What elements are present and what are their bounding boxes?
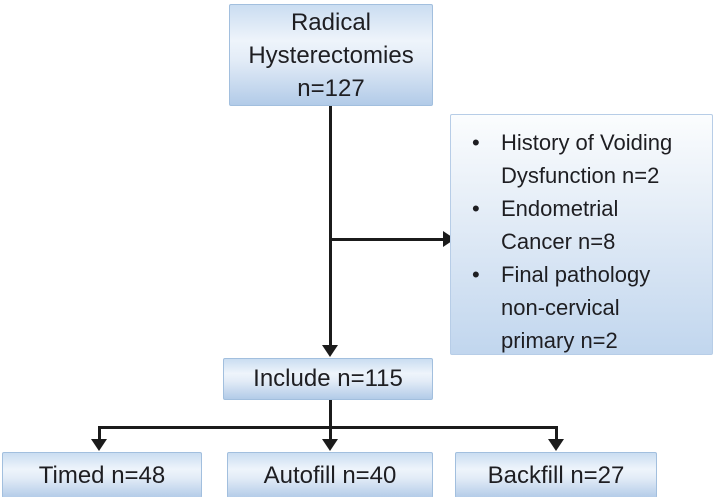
connector-top-to-include-line (329, 106, 332, 346)
exclusion-line: Final pathology (501, 262, 651, 287)
box-autofill-label: Autofill n=40 (263, 461, 397, 489)
box-radical-hysterectomies: Radical Hysterectomies n=127 (229, 4, 433, 106)
arrowhead-down-timed-icon (91, 439, 107, 451)
exclusion-item-voiding-dysfunction: • History of Voiding Dysfunction n=2 (451, 126, 706, 192)
exclusion-line: Dysfunction n=2 (501, 163, 660, 188)
bullet-icon: • (472, 196, 480, 221)
box-exclusions: • History of Voiding Dysfunction n=2 • E… (450, 114, 713, 355)
exclusion-line: History of Voiding (501, 130, 673, 155)
exclusion-line: Endometrial (501, 196, 619, 221)
arrowhead-down-autofill-icon (322, 439, 338, 451)
box-include-label: Include n=115 (253, 365, 403, 392)
exclusions-list: • History of Voiding Dysfunction n=2 • E… (451, 126, 706, 357)
exclusion-line: Cancer n=8 (501, 229, 616, 254)
box-radical-line-2: Hysterectomies (248, 41, 414, 69)
box-radical-line-3: n=127 (297, 74, 365, 102)
box-timed-label: Timed n=48 (38, 461, 166, 489)
connector-split-horizontal-line (98, 426, 558, 429)
exclusion-line: non-cervical (501, 295, 620, 320)
exclusion-item-endometrial-cancer: • Endometrial Cancer n=8 (451, 192, 706, 258)
connector-branch-to-exclusions-line (329, 238, 445, 241)
exclusion-item-non-cervical-primary: • Final pathology non-cervical primary n… (451, 258, 706, 357)
exclusion-line: primary n=2 (501, 328, 618, 353)
arrowhead-down-backfill-icon (548, 439, 564, 451)
bullet-icon: • (472, 130, 480, 155)
connector-include-to-split-line (329, 400, 332, 440)
box-include: Include n=115 (223, 358, 433, 400)
bullet-icon: • (472, 262, 480, 287)
box-radical-line-1: Radical (290, 8, 372, 36)
box-backfill: Backfill n=27 (455, 452, 657, 497)
connector-split-right-drop-line (555, 426, 558, 440)
connector-split-left-drop-line (98, 426, 101, 440)
arrowhead-down-include-icon (322, 345, 338, 357)
box-timed: Timed n=48 (2, 452, 202, 497)
box-backfill-label: Backfill n=27 (487, 461, 625, 489)
box-autofill: Autofill n=40 (227, 452, 433, 497)
